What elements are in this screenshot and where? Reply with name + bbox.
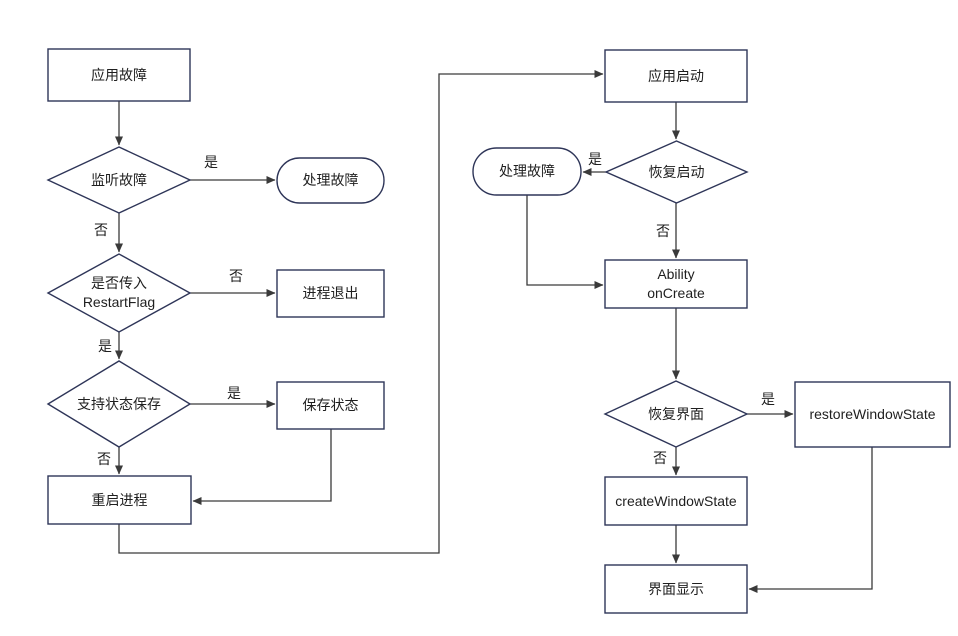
recover-start-diamond — [604, 140, 749, 204]
connector-restore-uidisplay — [748, 447, 873, 593]
edge-label-no-supportsave: 否 — [97, 451, 111, 467]
connector-handlefault-ability — [526, 195, 604, 289]
app-fault-box — [47, 48, 191, 102]
handle-fault-right-stadium — [472, 147, 582, 196]
ability-oncreate-box — [604, 259, 748, 309]
handle-fault-left-stadium — [276, 157, 385, 204]
app-start-box — [604, 49, 748, 103]
connector-savestate-restartprocess — [192, 429, 332, 505]
restart-process-box — [47, 475, 192, 525]
recover-ui-diamond — [603, 380, 749, 448]
listen-fault-diamond — [46, 146, 192, 214]
restore-window-state-box — [794, 381, 951, 448]
edge-label-no-recoverstart: 否 — [656, 223, 670, 239]
create-window-state-box — [604, 476, 748, 526]
edge-label-yes-supportsave: 是 — [227, 385, 241, 401]
ui-display-box — [604, 564, 748, 614]
process-exit-box — [276, 269, 385, 318]
edge-label-no-recoverui: 否 — [653, 450, 667, 466]
support-state-save-diamond — [46, 360, 192, 448]
restart-flag-diamond — [46, 253, 192, 333]
edge-label-no-restartflag: 否 — [229, 268, 243, 284]
edge-label-yes-recoverstart: 是 — [588, 151, 602, 167]
edge-label-yes-recoverui: 是 — [761, 391, 775, 407]
edge-label-yes-restartflag: 是 — [98, 338, 112, 354]
edge-label-yes-listenfault: 是 — [204, 154, 218, 170]
connector-restartprocess-appstart — [118, 70, 604, 554]
save-state-box — [276, 381, 385, 430]
edge-label-no-listenfault: 否 — [94, 222, 108, 238]
